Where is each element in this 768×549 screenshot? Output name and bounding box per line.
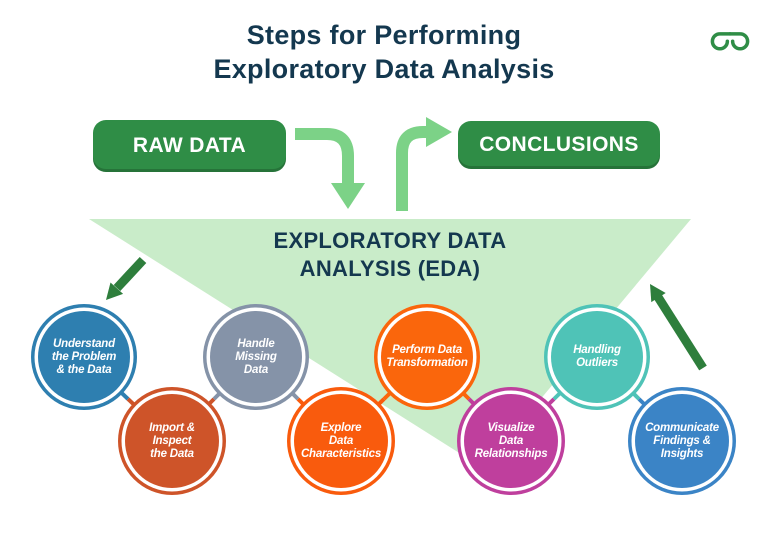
flow-start-arrow [106, 256, 147, 300]
conclusions-label: CONCLUSIONS [479, 133, 639, 156]
geeksforgeeks-logo-icon [708, 28, 752, 57]
page-title: Steps for Performing Exploratory Data An… [0, 18, 768, 86]
raw-data-label: RAW DATA [132, 134, 247, 157]
page-title-line2: Exploratory Data Analysis [213, 54, 555, 84]
flow-end-arrow [650, 284, 707, 371]
eda-funnel-label: EXPLORATORY DATA ANALYSIS (EDA) [88, 227, 692, 283]
raw-data-box: RAW DATA [93, 120, 286, 172]
raw-to-eda-arrow [295, 128, 365, 209]
conclusions-box: CONCLUSIONS [458, 121, 660, 169]
eda-funnel-label-line2: ANALYSIS (EDA) [299, 256, 481, 281]
page-title-line1: Steps for Performing [246, 20, 522, 50]
eda-funnel-label-line1: EXPLORATORY DATA [273, 228, 507, 253]
eda-to-conclusions-arrow [396, 117, 452, 211]
